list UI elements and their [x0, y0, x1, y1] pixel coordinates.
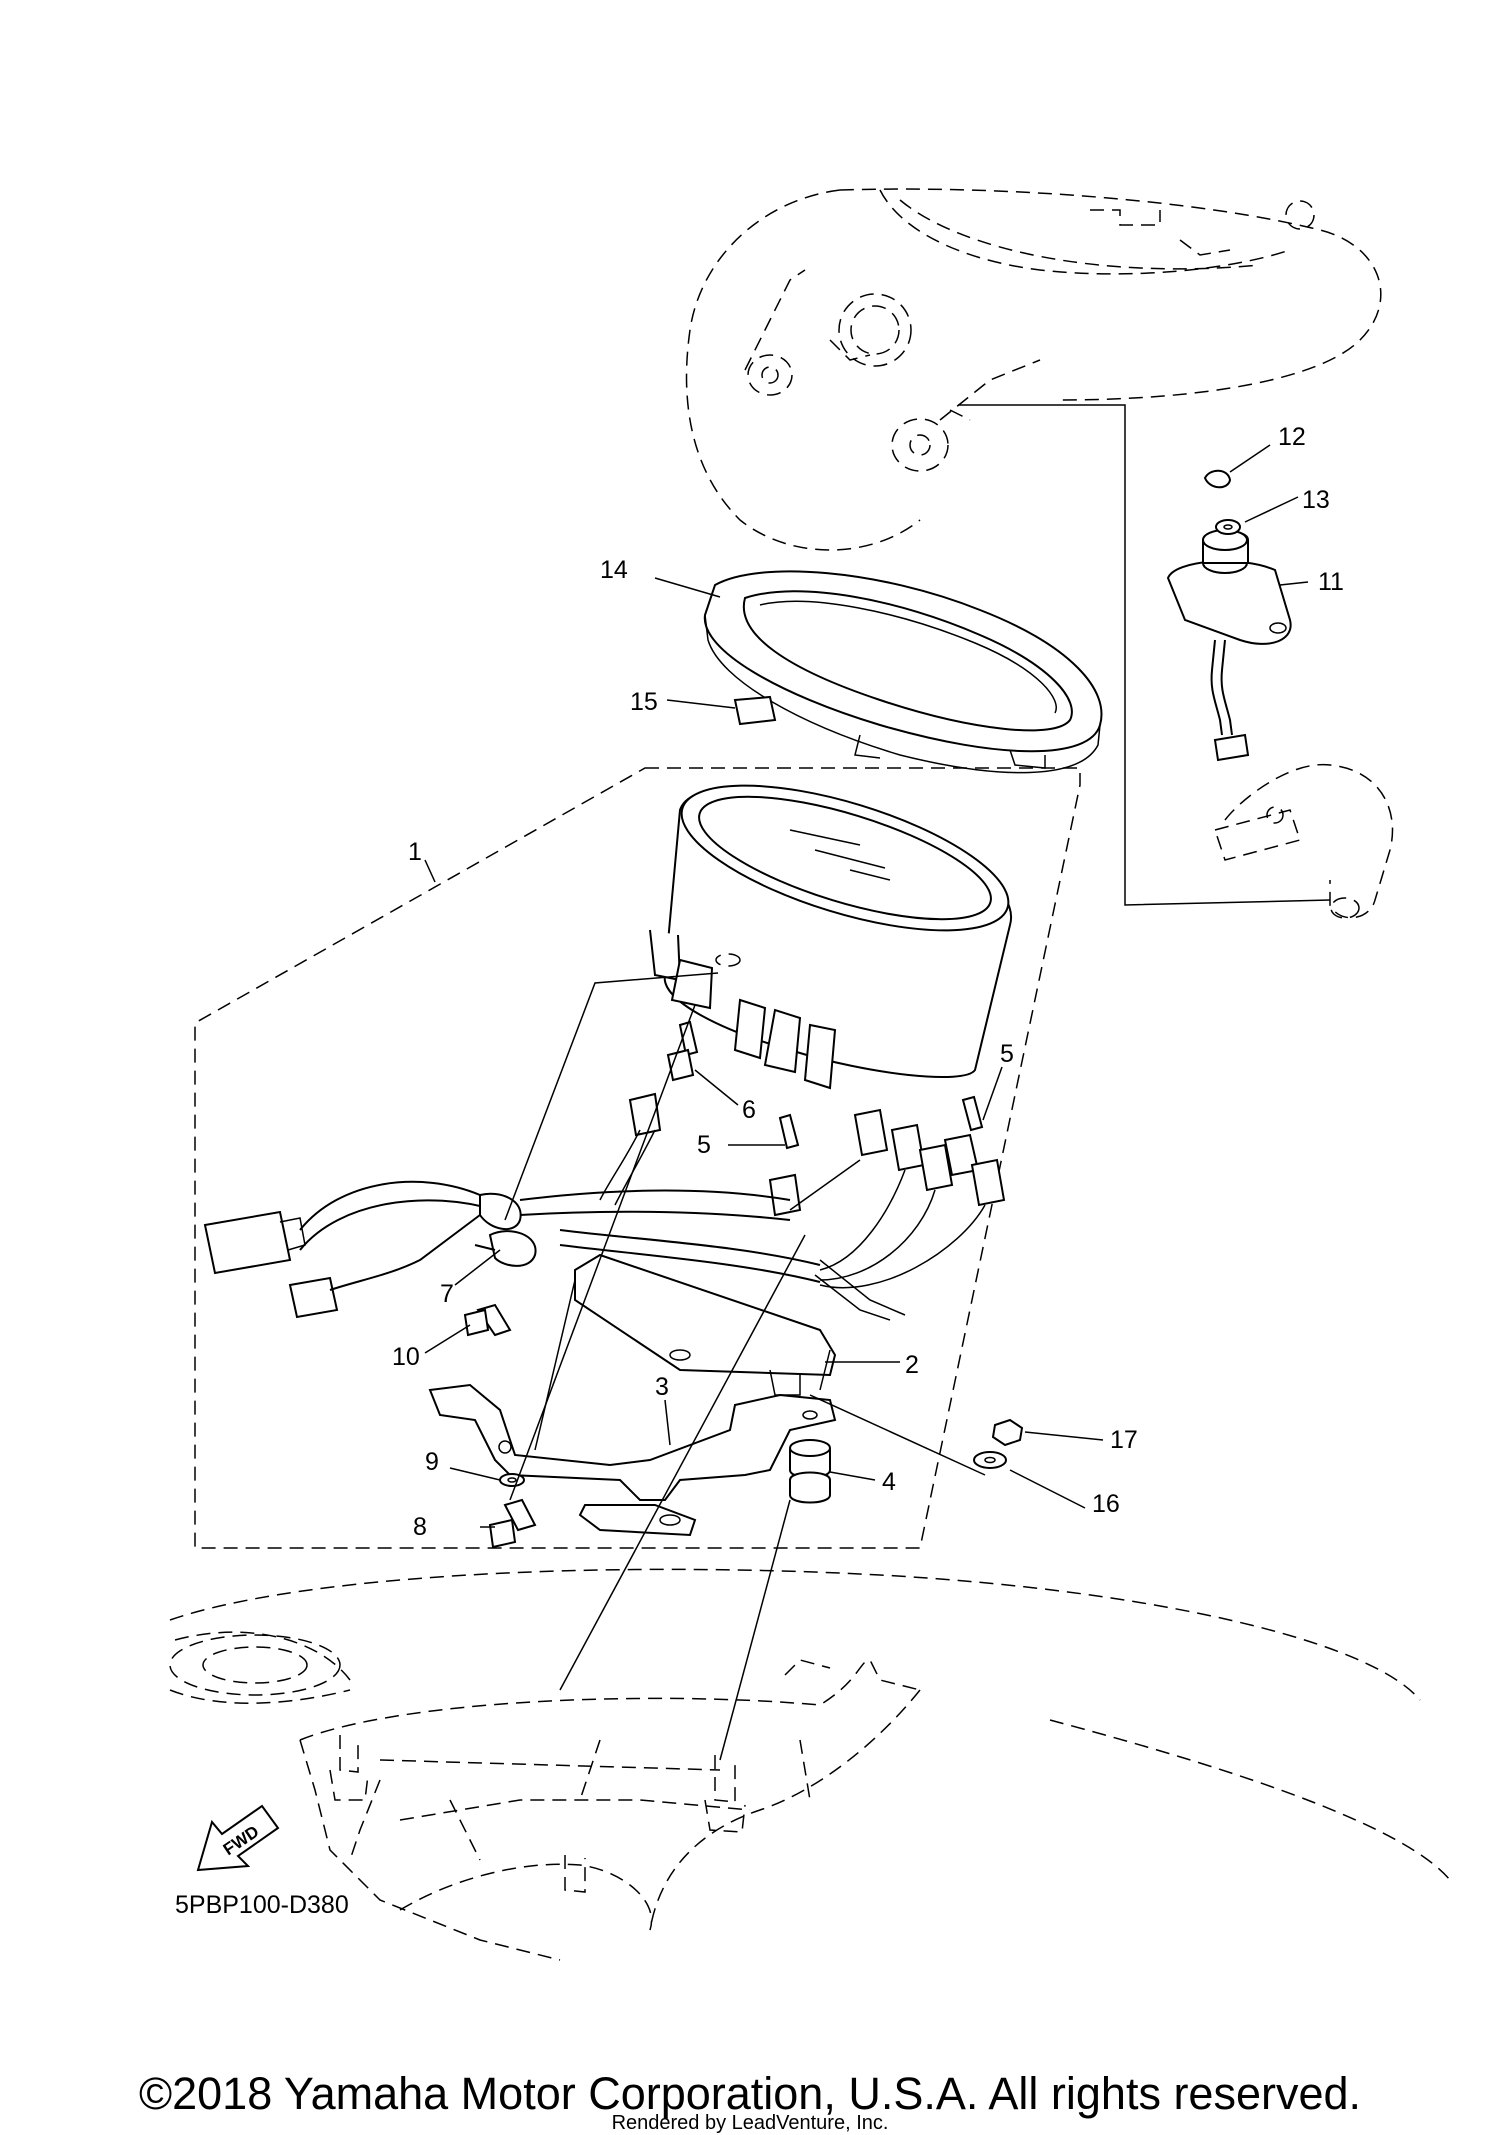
callout-labels: 1 2 3 4 5 5 6 7 8 9 10 11 12 13 14 15 16…	[392, 423, 1344, 1541]
copyright-notice: ©2018 Yamaha Motor Corporation, U.S.A. A…	[138, 2068, 1362, 2119]
switch-bracket	[1214, 763, 1394, 919]
nacelle-housing	[685, 188, 1382, 551]
leader-lines	[424, 444, 1309, 1761]
callout-16: 16	[1092, 1490, 1120, 1518]
callout-3: 3	[655, 1373, 669, 1401]
alignment-line	[958, 404, 1331, 906]
diagram-reference-code: 5PBP100-D380	[175, 1891, 349, 1919]
callout-15: 15	[630, 688, 658, 716]
callout-5-right: 5	[1000, 1040, 1014, 1068]
meter-bracket-upper	[574, 1253, 837, 1396]
fwd-arrow-icon: FWD	[196, 1804, 280, 1872]
washer-16	[973, 1451, 1007, 1469]
callout-4: 4	[882, 1468, 896, 1496]
callout-10: 10	[392, 1343, 420, 1371]
wiring-harness	[203, 1020, 1006, 1321]
indicator-switch	[1166, 529, 1292, 762]
washer-13	[1215, 519, 1241, 535]
callout-1: 1	[408, 838, 422, 866]
bezel-ring	[703, 570, 1103, 774]
rendered-by-credit: Rendered by LeadVenture, Inc.	[611, 2112, 889, 2134]
lower-housing	[169, 1568, 1451, 1961]
washer-9	[499, 1473, 525, 1487]
meter-bracket-lower	[428, 1383, 837, 1537]
callout-2: 2	[905, 1351, 919, 1379]
callout-13: 13	[1302, 486, 1330, 514]
rubber-pad	[733, 695, 777, 726]
callout-12: 12	[1278, 423, 1306, 451]
callout-5-left: 5	[697, 1131, 711, 1159]
screw-12	[1203, 469, 1232, 489]
nut-17	[991, 1418, 1024, 1447]
callout-17: 17	[1110, 1426, 1138, 1454]
screw-8	[488, 1498, 537, 1549]
grommet	[789, 1439, 831, 1504]
callout-9: 9	[425, 1448, 439, 1476]
callout-8: 8	[413, 1513, 427, 1541]
screw-10	[463, 1303, 512, 1337]
callout-7: 7	[440, 1280, 454, 1308]
callout-11: 11	[1318, 568, 1344, 596]
callout-14: 14	[600, 556, 628, 584]
speedometer-unit	[649, 784, 1013, 1090]
callout-6: 6	[742, 1096, 756, 1124]
